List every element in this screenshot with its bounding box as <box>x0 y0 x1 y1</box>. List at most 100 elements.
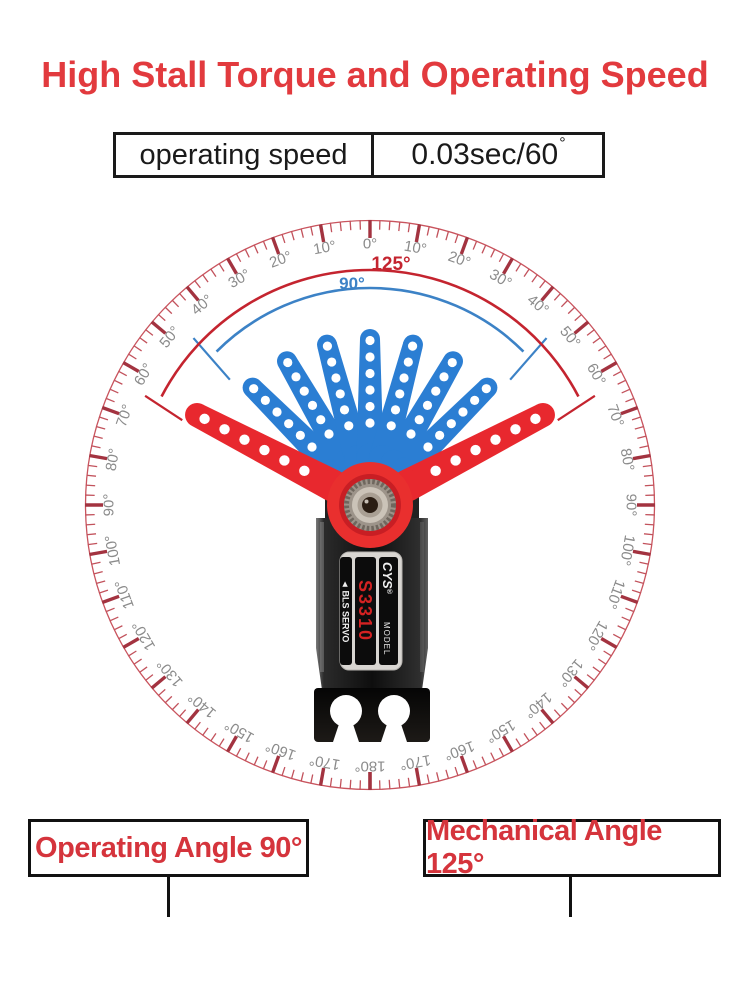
arm-hole <box>365 418 375 428</box>
major-tick <box>600 637 618 649</box>
minor-tick <box>310 226 314 236</box>
minor-tick <box>639 561 649 565</box>
minor-tick <box>86 533 97 536</box>
minor-tick <box>598 658 607 665</box>
minor-tick <box>490 752 496 762</box>
major-tick <box>185 708 200 725</box>
minor-tick <box>574 313 583 322</box>
minor-tick <box>300 772 304 782</box>
minor-tick <box>625 607 635 613</box>
arm-hole <box>365 385 375 395</box>
arm-hole <box>386 421 396 431</box>
minor-tick <box>617 625 627 631</box>
degree-label: 150° <box>483 716 518 746</box>
minor-tick <box>426 226 430 236</box>
mechanical-angle-leader-line <box>557 394 596 422</box>
arm-hole <box>430 465 441 477</box>
minor-tick <box>133 658 142 665</box>
arm-hole <box>470 444 481 456</box>
minor-tick <box>531 274 539 283</box>
minor-tick <box>194 280 201 289</box>
minor-tick <box>339 778 342 789</box>
servo-brand-sub-text: MODEL <box>382 622 391 655</box>
minor-tick <box>194 721 201 730</box>
minor-tick <box>339 221 342 232</box>
minor-tick <box>637 435 647 439</box>
mount-keyhole-right <box>378 695 410 727</box>
arm-hole <box>365 368 375 379</box>
minor-tick <box>523 268 530 277</box>
minor-tick <box>490 248 496 258</box>
degree-label: 130° <box>154 655 187 690</box>
servo-case-highlight-right <box>420 522 424 672</box>
arm-hole <box>435 430 445 440</box>
minor-tick <box>281 766 286 777</box>
minor-tick <box>498 253 505 263</box>
minor-tick <box>105 397 115 403</box>
arm-hole <box>299 386 309 396</box>
spec-value: 0.03sec/60 <box>411 138 559 171</box>
minor-tick <box>644 523 655 526</box>
minor-tick <box>218 738 225 748</box>
minor-tick <box>637 571 647 575</box>
major-tick <box>101 594 120 605</box>
minor-tick <box>109 616 119 622</box>
page-title: High Stall Torque and Operating Speed <box>41 54 709 95</box>
gear-highlight <box>364 499 369 504</box>
minor-tick <box>454 766 459 777</box>
arm-hole <box>331 373 341 383</box>
minor-tick <box>625 397 635 403</box>
arm-hole <box>365 335 375 346</box>
arm-hole <box>530 413 541 425</box>
minor-tick <box>91 445 101 449</box>
minor-tick <box>592 666 601 674</box>
minor-tick <box>262 240 268 250</box>
arm-hole <box>324 429 334 439</box>
minor-tick <box>436 228 440 238</box>
degree-label: 180° <box>354 758 385 775</box>
minor-tick <box>93 571 103 575</box>
arm-hole <box>481 384 491 394</box>
minor-tick <box>603 650 613 657</box>
arm-hole <box>272 407 282 417</box>
arm-hole <box>199 413 210 425</box>
major-tick <box>632 549 651 557</box>
arm-hole <box>365 352 375 362</box>
degree-label: 20° <box>446 248 473 272</box>
mount-slot-right <box>381 721 407 742</box>
mechanical-angle-connector-line <box>569 876 572 917</box>
arm-hole <box>403 357 413 367</box>
arm-hole <box>406 429 416 439</box>
minor-tick <box>523 733 530 742</box>
degree-label: 70° <box>113 402 137 429</box>
minor-tick <box>290 769 295 780</box>
degree-label: 130° <box>553 655 586 690</box>
minor-tick <box>290 230 295 241</box>
minor-tick <box>631 589 642 594</box>
operating-angle-arc-label: 90° <box>339 274 365 293</box>
minor-tick <box>262 760 268 770</box>
degree-label: 140° <box>520 688 555 721</box>
servo-brand-text: CYS® <box>380 562 395 595</box>
minor-tick <box>631 416 642 421</box>
degree-label: 140° <box>185 688 220 721</box>
minor-tick <box>218 262 225 272</box>
minor-tick <box>98 416 109 421</box>
minor-tick <box>178 709 187 718</box>
major-tick <box>122 361 140 373</box>
minor-tick <box>603 353 613 360</box>
minor-tick <box>539 721 546 730</box>
minor-tick <box>612 633 622 640</box>
arm-hole <box>284 419 294 429</box>
minor-tick <box>253 244 259 254</box>
minor-tick <box>643 474 654 477</box>
mechanical-angle-callout: Mechanical Angle 125° <box>423 815 721 880</box>
major-tick <box>318 224 326 243</box>
minor-tick <box>560 299 569 308</box>
minor-tick <box>139 666 148 674</box>
degree-label: 60° <box>131 360 157 388</box>
minor-tick <box>171 702 180 711</box>
operating-angle-arc <box>215 286 525 353</box>
